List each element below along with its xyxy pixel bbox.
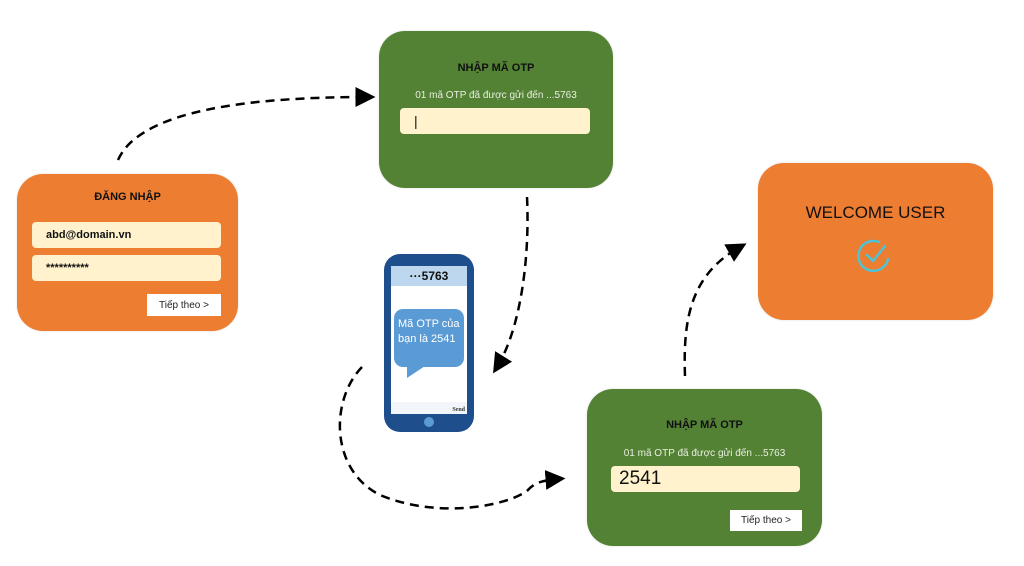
- otp-filled-title: NHẬP MÃ OTP: [666, 419, 743, 431]
- email-field[interactable]: abd@domain.vn: [32, 222, 221, 248]
- sms-message: Mã OTP của bạn là 2541: [398, 318, 460, 345]
- login-title: ĐĂNG NHẬP: [94, 191, 161, 203]
- login-next-button[interactable]: Tiếp theo >: [147, 294, 221, 316]
- password-field[interactable]: **********: [32, 255, 221, 281]
- otp-next-button[interactable]: Tiếp theo >: [730, 510, 802, 531]
- otp-card-empty: NHẬP MÃ OTP 01 mã OTP đã được gửi đến ..…: [379, 31, 613, 188]
- home-button[interactable]: [424, 417, 434, 427]
- send-button[interactable]: Send: [452, 407, 465, 413]
- sms-bubble-tail: [407, 366, 425, 378]
- phone: ···5763 Mã OTP của bạn là 2541 Send: [384, 254, 474, 432]
- phone-header: ···5763: [391, 266, 467, 286]
- otp-sent-note: 01 mã OTP đã được gửi đến ...5763: [415, 90, 577, 101]
- sms-bubble: Mã OTP của bạn là 2541: [394, 309, 464, 367]
- arrow-login-to-otp: [116, 87, 376, 161]
- login-card: ĐĂNG NHẬP abd@domain.vn ********** Tiếp …: [17, 174, 238, 331]
- send-bar: [391, 402, 467, 414]
- arrow-otp-to-welcome: [683, 243, 747, 377]
- welcome-title: WELCOME USER: [805, 203, 946, 222]
- arrow-phone-to-otp-filled: [338, 366, 566, 510]
- arrow-otp-to-phone: [493, 196, 529, 374]
- welcome-card: WELCOME USER: [758, 163, 993, 320]
- otp-title: NHẬP MÃ OTP: [457, 62, 535, 74]
- phone-screen: ···5763 Mã OTP của bạn là 2541 Send: [391, 266, 467, 414]
- otp-input[interactable]: |: [400, 108, 590, 134]
- check-circle-icon: [857, 239, 890, 273]
- otp-card-filled: NHẬP MÃ OTP 01 mã OTP đã được gửi đến ..…: [587, 389, 822, 546]
- otp-filled-sent-note: 01 mã OTP đã được gửi đến ...5763: [623, 448, 786, 459]
- otp-filled-input[interactable]: 2541: [611, 466, 800, 492]
